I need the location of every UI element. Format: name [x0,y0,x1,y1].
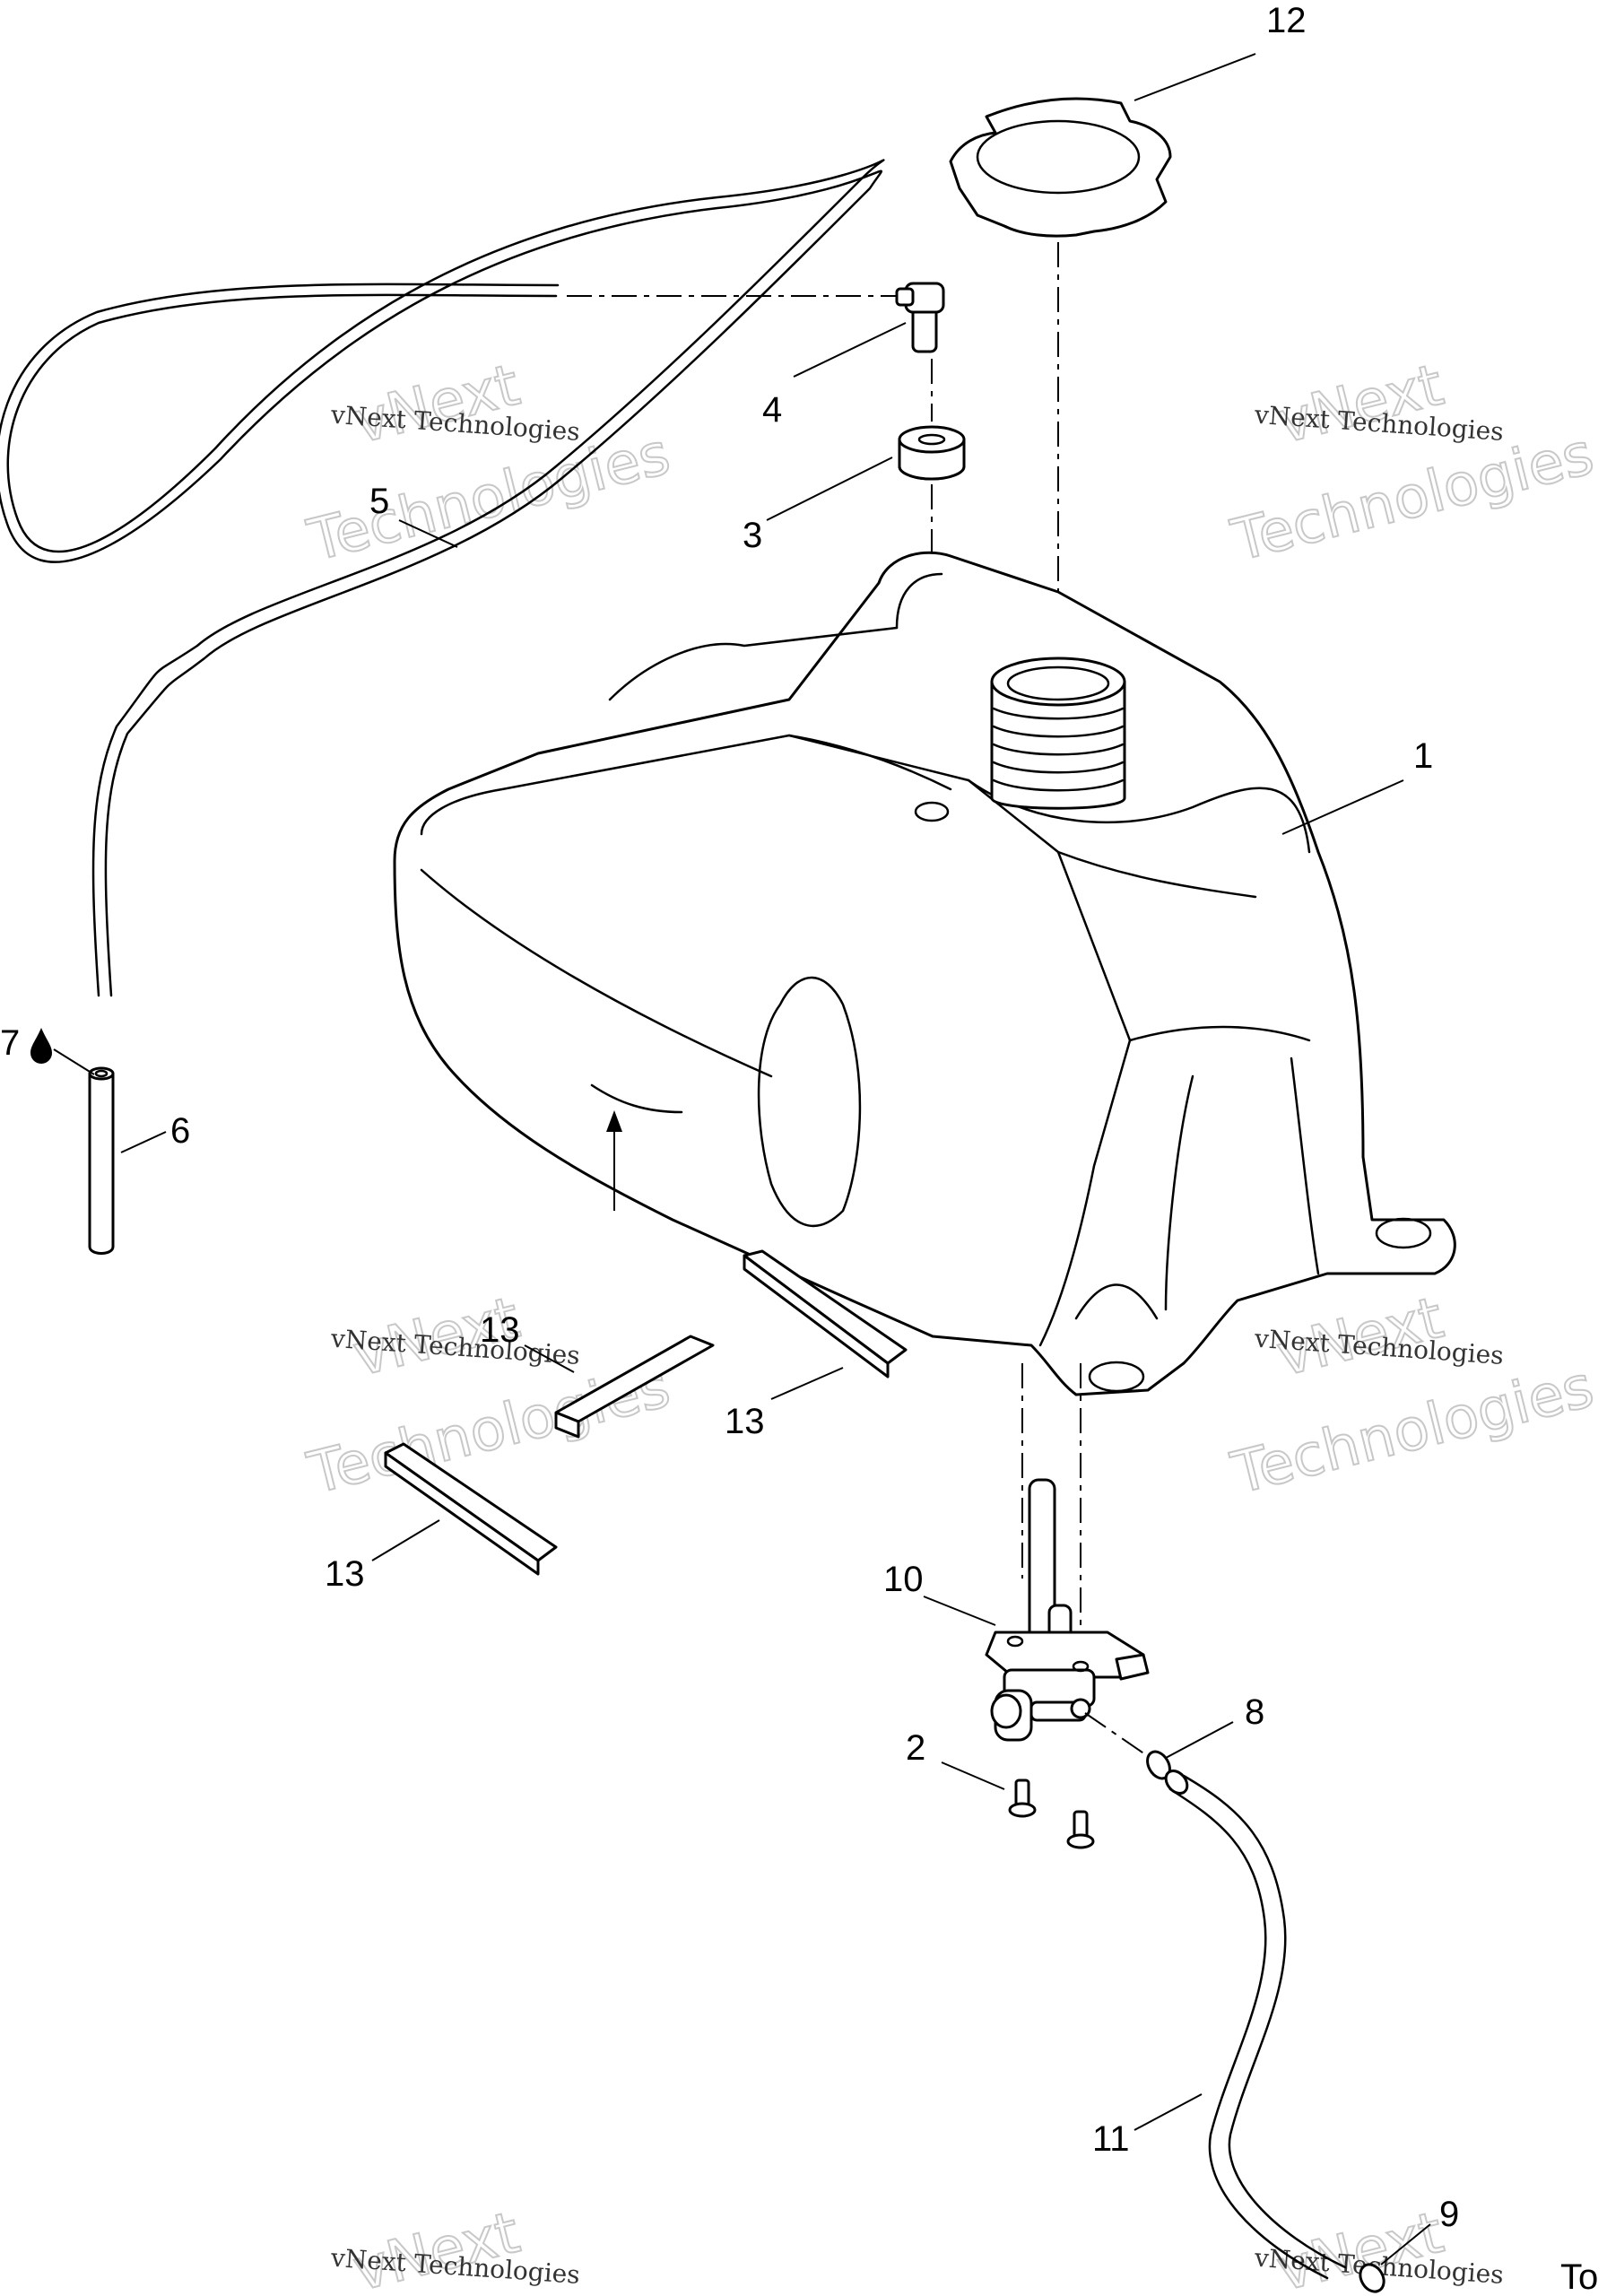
droplet-icon [30,1028,52,1064]
callout-4: 4 [762,390,782,430]
callout-7: 7 [0,1023,20,1063]
grommet [898,425,966,481]
hose-clamp-lower [1359,2263,1385,2293]
vent-fitting [895,282,945,353]
leader-4 [793,322,907,378]
leader-8 [1165,1721,1234,1759]
callout-13-upper: 13 [480,1310,520,1350]
vent-hose [0,159,885,997]
leader-2 [941,1761,1005,1790]
callout-8: 8 [1245,1692,1264,1732]
rubber-pad-lower [384,1442,558,1576]
callout-to: To [1560,2257,1598,2296]
watermark-bottom-left: vNext vNext Technologies [329,2199,581,2296]
callout-10: 10 [883,1560,924,1599]
leader-13b [770,1367,844,1400]
fuel-tank [393,551,1456,1396]
leader-3 [766,457,893,521]
callout-2: 2 [906,1728,925,1768]
callout-5: 5 [369,482,389,521]
leader-13c [371,1519,440,1561]
short-hose [88,1066,115,1255]
svg-text:Technologies: Technologies [301,421,676,575]
callout-1: 1 [1413,736,1433,776]
callout-3: 3 [743,516,762,555]
watermark-top-right: vNext Technologies vNext Technologies [1224,352,1601,576]
callout-11: 11 [1092,2119,1130,2159]
leader-10 [923,1596,996,1626]
fuel-hose [1164,1769,1347,2280]
outlet-guide-line [1084,1712,1158,1763]
watermark-mid-right: vNext Technologies vNext Technologies [1224,1284,1601,1509]
svg-text:Technologies: Technologies [1225,421,1600,575]
callout-9: 9 [1439,2195,1459,2234]
leader-9 [1380,2223,1431,2266]
rubber-pad-middle [554,1335,715,1439]
screw-right [1066,1810,1095,1849]
fuel-valve [985,1478,1150,1742]
leader-1 [1281,779,1404,835]
callout-12: 12 [1266,1,1307,40]
watermark-top-left: vNext Technologies vNext Technologies [300,352,677,576]
leader-11 [1134,2093,1203,2131]
leader-5 [398,519,458,548]
leader-12 [1134,53,1256,101]
leader-6 [120,1131,167,1153]
screw-left [1008,1779,1037,1818]
callout-13-lower: 13 [325,1554,365,1594]
rubber-pad-upper [743,1249,908,1378]
callout-6: 6 [170,1111,190,1151]
tank-arrow-head [606,1110,622,1132]
svg-text:Technologies: Technologies [1225,1353,1600,1508]
leader-7 [53,1048,95,1075]
callout-13-middle: 13 [725,1402,765,1441]
fuel-cap [949,97,1172,238]
leader-13a [524,1344,575,1373]
